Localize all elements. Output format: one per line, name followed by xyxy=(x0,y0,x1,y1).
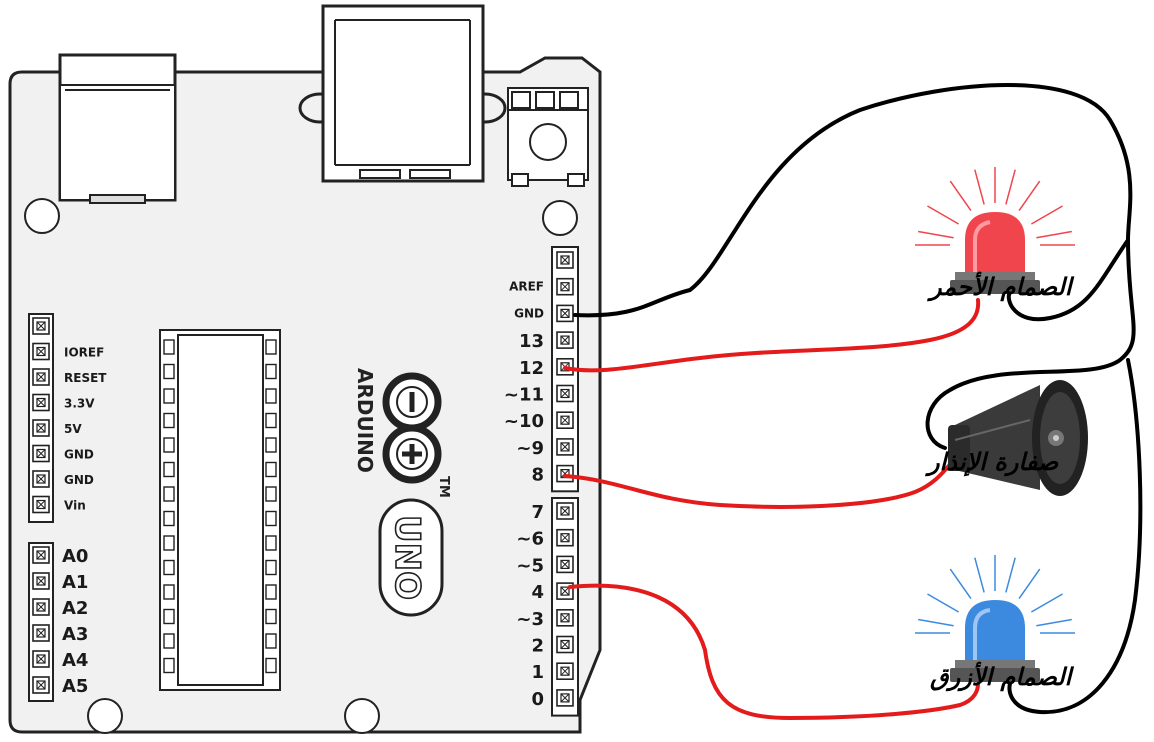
header-pin xyxy=(32,470,50,488)
header-pin xyxy=(32,676,50,694)
pin-label: GND xyxy=(514,306,544,320)
mounting-hole xyxy=(24,198,60,234)
usb-connector xyxy=(298,4,507,183)
pin-label: 12 xyxy=(519,358,544,379)
header-pin xyxy=(32,624,50,642)
header-pin xyxy=(32,342,50,361)
blue-valve-label: الصمام الأزرق xyxy=(930,661,1075,692)
pin-label: AREF xyxy=(509,280,544,294)
red-valve-label: الصمام الأحمر xyxy=(926,271,1075,302)
header-pin xyxy=(32,317,50,335)
header-pin xyxy=(32,368,50,386)
ground-wire-blue-valve xyxy=(1007,358,1143,715)
pin-label: GND xyxy=(64,448,94,462)
header-pin xyxy=(32,495,50,514)
right-digital-header-lower: 7 ~6 ~5 4 ~3 2 1 0 xyxy=(516,497,579,717)
pin-label: 0 xyxy=(531,689,544,710)
pin-label: A1 xyxy=(62,572,88,593)
header-pin xyxy=(556,608,574,627)
pin12-wire xyxy=(563,298,981,373)
red-valve-lamp xyxy=(915,167,1075,294)
header-pin xyxy=(556,635,574,654)
mounting-hole xyxy=(87,698,123,734)
header-pin xyxy=(32,393,50,412)
siren-icon xyxy=(948,380,1088,496)
brand-text: ARDUINO xyxy=(353,368,377,473)
header-pin xyxy=(556,251,574,269)
pin-label: 5V xyxy=(64,422,82,436)
header-pin xyxy=(556,464,574,483)
siren-label: صفارة الإنذار xyxy=(924,448,1059,477)
pin-label: ~6 xyxy=(516,529,544,550)
header-pin xyxy=(32,572,50,590)
right-digital-header-upper: AREF GND 13 12 ~11 ~10 ~9 8 xyxy=(504,246,579,493)
header-pin xyxy=(556,689,574,707)
header-pin xyxy=(32,444,50,463)
header-pin xyxy=(556,528,574,547)
header-pin xyxy=(32,598,50,616)
pin-label: 4 xyxy=(531,582,544,603)
pin8-wire xyxy=(563,460,954,509)
ground-wire-red-valve xyxy=(1006,238,1130,322)
left-power-header: IOREF RESET 3.3V 5V GND GND Vin xyxy=(28,313,107,523)
header-pin xyxy=(32,650,50,668)
blue-valve-lamp xyxy=(915,555,1075,682)
trademark-text: TM xyxy=(436,476,451,498)
arduino-logo: ARDUINO TM UNO xyxy=(353,368,451,617)
header-pin xyxy=(32,419,50,437)
power-jack xyxy=(58,53,177,204)
header-pin xyxy=(556,384,574,403)
ground-wire xyxy=(573,83,1136,450)
header-pin xyxy=(556,331,574,349)
pin-label: ~11 xyxy=(504,385,544,406)
header-pin xyxy=(556,502,574,520)
mounting-hole xyxy=(344,698,380,734)
pin-label: A5 xyxy=(62,676,88,697)
pin-label: IOREF xyxy=(64,346,104,360)
pin-label: A3 xyxy=(62,624,88,645)
pin-label: ~3 xyxy=(516,609,544,630)
header-pin xyxy=(556,662,574,681)
header-pin xyxy=(556,411,574,430)
arduino-board xyxy=(8,56,602,734)
pin-label: 8 xyxy=(531,465,544,486)
mounting-hole xyxy=(542,200,578,236)
microcontroller-chip xyxy=(159,329,281,691)
pin-label: RESET xyxy=(64,371,107,385)
pin-label: A4 xyxy=(62,650,88,671)
pin-label: Vin xyxy=(64,499,86,513)
model-text: UNO xyxy=(387,515,427,600)
pin-label: 2 xyxy=(531,636,544,657)
wires xyxy=(563,83,1143,720)
pin-label: 3.3V xyxy=(64,397,95,411)
header-pin xyxy=(556,304,574,323)
pin-label: A2 xyxy=(62,598,88,619)
header-pin xyxy=(556,555,574,574)
header-pin xyxy=(556,277,574,296)
pin4-wire xyxy=(568,583,980,720)
pin-label: 13 xyxy=(519,331,544,352)
pin-label: GND xyxy=(64,473,94,487)
pin-label: A0 xyxy=(62,546,88,567)
header-pin xyxy=(556,438,574,456)
header-pin xyxy=(32,546,50,564)
reset-button xyxy=(507,87,589,187)
pin-label: ~10 xyxy=(504,411,544,432)
pin-label: 1 xyxy=(531,662,544,683)
pin-label: 7 xyxy=(531,502,544,523)
pin-label: ~5 xyxy=(516,555,544,576)
pin-label: ~9 xyxy=(516,438,544,459)
